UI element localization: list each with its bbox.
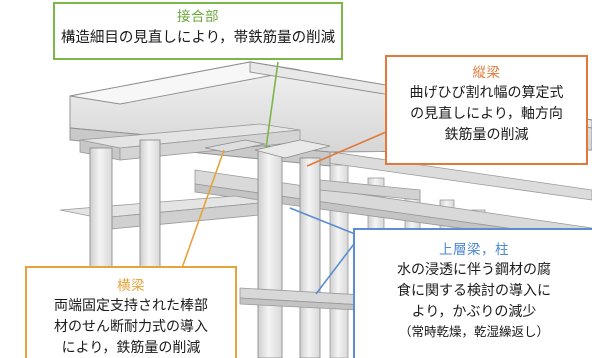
cross-beams <box>59 123 421 231</box>
callout-longitudinal-beam-line: 鉄筋量の削減 <box>444 127 529 143</box>
callout-longitudinal-beam-title: 縦梁 <box>472 65 501 81</box>
callout-cross-beam-title: 横梁 <box>117 278 145 294</box>
callout-cross-beam-line: により，鉄筋量の削減 <box>61 340 201 356</box>
callout-joint-title: 接合部 <box>177 9 219 25</box>
joint-detail <box>204 139 331 159</box>
callout-longitudinal-beam-line: の見直しにより，軸方向 <box>410 106 563 122</box>
callout-upper-beam-column-line: 食に関する検討の導入に <box>397 283 551 299</box>
callout-upper-beam-column: 上層梁，柱 水の浸透に伴う鋼材の腐 食に関する検討の導入に より，かぶりの減少 … <box>353 228 592 358</box>
callout-upper-beam-column-line: 水の浸透に伴う鋼材の腐 <box>397 262 551 278</box>
callout-cross-beam-text: 両端固定支持された棒部 材のせん断耐力式の導入 により，鉄筋量の削減 <box>27 296 235 358</box>
callout-upper-beam-column-text: 水の浸透に伴う鋼材の腐 食に関する検討の導入に より，かぶりの減少 <box>355 260 592 323</box>
callout-longitudinal-beam-text: 曲げひび割れ幅の算定式 の見直しにより，軸方向 鉄筋量の削減 <box>387 83 586 146</box>
callout-leaders <box>181 61 387 295</box>
callout-upper-beam-column-line: より，かぶりの減少 <box>411 304 537 320</box>
callout-cross-beam: 横梁 両端固定支持された棒部 材のせん断耐力式の導入 により，鉄筋量の削減 <box>25 266 237 358</box>
longitudinal-beams <box>194 139 592 247</box>
callout-longitudinal-beam: 縦梁 曲げひび割れ幅の算定式 の見直しにより，軸方向 鉄筋量の削減 <box>385 55 588 165</box>
callout-cross-beam-line: 材のせん断耐力式の導入 <box>54 319 208 335</box>
callout-upper-beam-column-note: （常時乾燥，乾湿繰返し） <box>398 324 549 339</box>
callout-cross-beam-line: 両端固定支持された棒部 <box>54 298 208 314</box>
callout-joint: 接合部 構造細目の見直しにより，帯鉄筋量の削減 <box>53 2 343 60</box>
callout-upper-beam-column-title: 上層梁，柱 <box>439 242 509 258</box>
callout-joint-text: 構造細目の見直しにより，帯鉄筋量の削減 <box>55 27 341 49</box>
callout-longitudinal-beam-line: 曲げひび割れ幅の算定式 <box>409 85 564 101</box>
callout-joint-line: 構造細目の見直しにより，帯鉄筋量の削減 <box>60 30 336 46</box>
